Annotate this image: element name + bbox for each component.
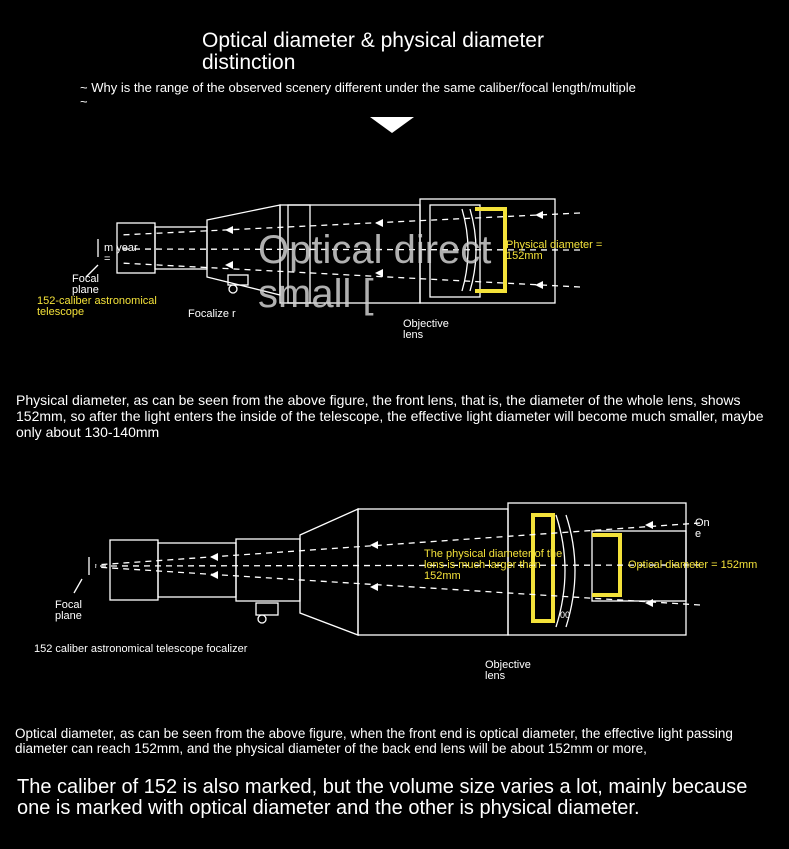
- physical-diameter-paragraph: Physical diameter, as can be seen from t…: [16, 392, 764, 440]
- telescope-diagram-optical: [73, 502, 701, 636]
- conclusion-paragraph: The caliber of 152 is also marked, but t…: [17, 776, 748, 819]
- telescope-caliber-label: 152-caliber astronomical telescope: [37, 295, 157, 318]
- objective-lens-label-2: Objective lens: [485, 659, 531, 682]
- focalizer-label: Focalize r: [188, 308, 236, 320]
- small-marker-label: 00: [560, 610, 571, 620]
- one-label: On e: [695, 517, 710, 540]
- focal-plane-label-2: Focal plane: [55, 599, 82, 622]
- focalizer-label-2: 152 caliber astronomical telescope focal…: [34, 643, 248, 655]
- objective-lens-label: Objective lens: [403, 318, 449, 341]
- down-arrow-icon: [370, 117, 414, 133]
- page-title: Optical diameter & physical diameter dis…: [202, 29, 544, 74]
- focal-plane-label: Focal plane: [72, 273, 99, 296]
- physical-larger-label: The physical diameter of the lens is muc…: [424, 548, 563, 582]
- optical-diameter-label: Optical diameter = 152mm: [628, 559, 758, 571]
- telescope-diagram-physical: [85, 198, 581, 304]
- physical-diameter-label: Physical diameter = 152mm: [506, 239, 603, 262]
- eyepiece-label: m year =: [104, 242, 138, 265]
- optical-diameter-paragraph: Optical diameter, as can be seen from th…: [15, 726, 733, 756]
- page-subtitle: ~ Why is the range of the observed scene…: [80, 80, 636, 109]
- overlay-watermark-text: Optical direct small [: [258, 228, 492, 316]
